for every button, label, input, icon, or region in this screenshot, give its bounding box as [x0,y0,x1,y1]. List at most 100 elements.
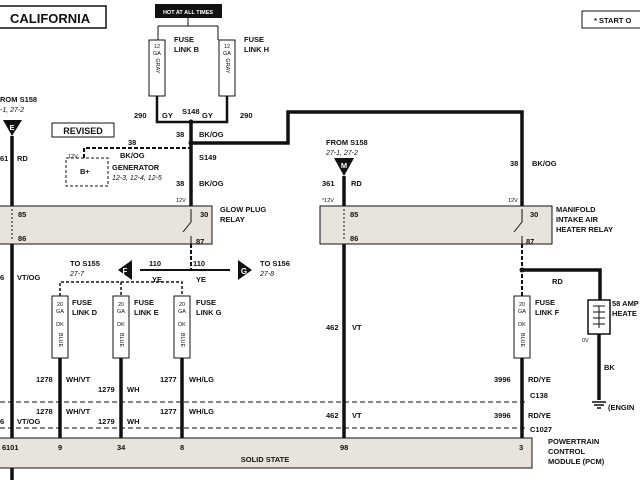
svg-text:FUSE: FUSE [244,35,264,44]
svg-text:RD: RD [17,154,28,163]
svg-text:101: 101 [6,443,19,452]
heater-element-icon [593,305,605,328]
svg-text:3: 3 [519,443,523,452]
svg-text:TO S156: TO S156 [260,259,290,268]
svg-text:GA: GA [518,309,526,315]
svg-text:6: 6 [0,417,4,426]
svg-text:BLUE: BLUE [57,333,63,348]
svg-text:GENERATOR: GENERATOR [112,163,160,172]
generator-feed [83,147,191,158]
svg-text:1277: 1277 [160,375,177,384]
svg-text:RD: RD [351,179,362,188]
svg-text:WH/LG: WH/LG [189,407,214,416]
manifold-relay-switch [513,209,523,244]
svg-text:86: 86 [350,234,358,243]
glow-relay-switch [182,209,192,244]
svg-text:GA: GA [223,51,231,57]
svg-text:FUSE: FUSE [134,298,154,307]
wire-rd-heater [522,268,602,300]
svg-text:12V: 12V [176,198,186,204]
svg-text:3996: 3996 [494,411,511,420]
connector-f [118,260,132,280]
svg-text:0V: 0V [582,338,589,344]
svg-text:110: 110 [149,259,161,268]
svg-text:GA: GA [117,309,125,315]
svg-text:290: 290 [134,111,147,120]
svg-text:BK/OG: BK/OG [199,130,224,139]
svg-text:LINK G: LINK G [196,308,222,317]
svg-text:361: 361 [322,179,335,188]
svg-text:12: 12 [224,44,230,50]
svg-text:INTAKE AIR: INTAKE AIR [556,215,599,224]
svg-text:38: 38 [510,159,518,168]
svg-text:*12V: *12V [322,198,334,204]
svg-text:YE: YE [152,275,162,284]
svg-text:REVISED: REVISED [63,126,103,136]
svg-text:GY: GY [202,111,213,120]
svg-text:462: 462 [326,411,339,420]
svg-text:12: 12 [154,44,160,50]
svg-text:12V: 12V [68,154,78,160]
svg-text:WH/VT: WH/VT [66,407,91,416]
svg-text:61: 61 [0,154,8,163]
svg-text:DK: DK [518,322,526,328]
svg-text:HEATER RELAY: HEATER RELAY [556,225,613,234]
svg-text:110: 110 [193,259,205,268]
svg-text:85: 85 [18,210,26,219]
revised-box [51,122,115,138]
svg-text:S148: S148 [182,107,200,116]
fuse-deg-feed [59,281,183,296]
svg-text:-1, 27-2: -1, 27-2 [0,107,24,114]
svg-text:38: 38 [128,138,136,147]
svg-text:34: 34 [117,443,126,452]
diagram-title: CALIFORNIA [10,11,91,26]
svg-text:LINK B: LINK B [174,45,200,54]
title-box [0,5,107,29]
svg-text:HEATE: HEATE [612,309,637,318]
svg-text:FUSE: FUSE [535,298,555,307]
legend-note: * START O [594,16,632,25]
svg-text:RD/YE: RD/YE [528,411,551,420]
svg-text:87: 87 [196,237,204,246]
svg-text:POWERTRAIN: POWERTRAIN [548,437,599,446]
svg-text:BLUE: BLUE [118,333,124,348]
svg-text:86: 86 [18,234,26,243]
svg-text:1277: 1277 [160,407,177,416]
svg-text:LINK E: LINK E [134,308,159,317]
hot-at-all-times-label [155,4,222,18]
svg-text:S149: S149 [199,153,217,162]
hot-at-all-times-text: HOT AT ALL TIMES [163,10,213,16]
svg-text:27-7: 27-7 [69,271,85,278]
svg-text:VT: VT [352,323,362,332]
glow-plug-relay [0,205,213,245]
svg-text:FUSE: FUSE [174,35,194,44]
wire-38-to-manifold [191,110,524,208]
svg-text:VT/OG: VT/OG [17,417,41,426]
svg-text:20: 20 [118,302,124,308]
svg-text:BK: BK [604,363,615,372]
svg-text:GRAY: GRAY [154,58,160,74]
svg-text:CONTROL: CONTROL [548,447,585,456]
svg-text:(ENGIN: (ENGIN [608,403,634,412]
svg-text:12V: 12V [508,198,518,204]
ground-icon [592,401,606,409]
svg-text:DK: DK [117,322,125,328]
svg-text:30: 30 [530,210,538,219]
svg-text:WH: WH [127,417,140,426]
svg-text:9: 9 [58,443,62,452]
svg-text:8: 8 [180,443,184,452]
svg-text:27-8: 27-8 [259,271,274,278]
svg-text:SOLID STATE: SOLID STATE [241,455,289,464]
svg-text:DK: DK [56,322,64,328]
svg-text:YE: YE [196,275,206,284]
svg-text:20: 20 [57,302,63,308]
svg-text:GRAY: GRAY [224,58,230,74]
svg-text:GA: GA [153,51,161,57]
svg-text:E: E [9,123,14,132]
heater-splice [519,267,525,273]
svg-text:BK/OG: BK/OG [120,151,145,160]
svg-text:MODULE (PCM): MODULE (PCM) [548,457,605,466]
fuse-deg-wires [58,358,184,440]
